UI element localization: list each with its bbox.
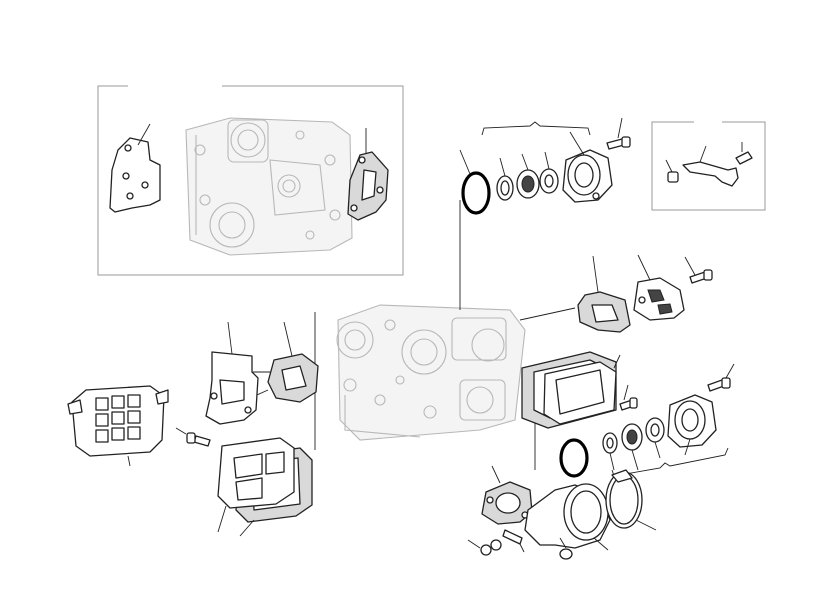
hose-clamp <box>605 469 657 531</box>
lower-needle-bearing <box>621 423 643 471</box>
manifold-gasket <box>481 465 533 525</box>
inset-left-bracket <box>109 123 161 213</box>
upper-washer <box>539 151 559 194</box>
right-gasket <box>577 255 631 333</box>
right-cover-plate <box>633 254 685 321</box>
lower-bearing-housing <box>667 394 717 456</box>
left-upper-gasket <box>267 321 319 403</box>
inset-frame-lever <box>651 121 766 211</box>
lower-bracket-span <box>611 447 729 477</box>
lower-housing-screw <box>707 363 735 392</box>
lower-o-ring <box>559 438 589 478</box>
upper-o-ring <box>459 149 491 215</box>
lower-snap-ring <box>602 432 618 471</box>
right-small-screw <box>619 384 638 411</box>
manifold-lower-nut <box>559 537 573 560</box>
manifold-stud <box>502 529 525 553</box>
left-upper-bracket <box>205 321 259 425</box>
inset-frame-crankcase-detail <box>97 85 404 276</box>
upper-screw <box>606 117 631 150</box>
main-crankcase-ghost <box>336 304 526 441</box>
intake-manifold <box>524 483 611 551</box>
inset-crankcase-ghost <box>185 117 353 256</box>
upper-needle-bearing <box>516 153 540 199</box>
crankcase-connector-lines <box>249 200 576 470</box>
right-rectangular-cover <box>543 354 621 425</box>
left-screw <box>175 427 211 447</box>
inset-lever-parts <box>665 142 753 187</box>
inset-right-gasket <box>347 128 389 221</box>
right-cover-screw <box>684 256 713 284</box>
upper-bracket-span <box>481 121 591 136</box>
upper-bearing-housing <box>562 131 613 203</box>
upper-snap-ring <box>496 157 514 201</box>
lower-washer <box>645 417 665 459</box>
left-lower-plate <box>217 437 295 533</box>
manifold-washer-nut <box>467 539 502 556</box>
reed-valve-block <box>67 385 169 467</box>
